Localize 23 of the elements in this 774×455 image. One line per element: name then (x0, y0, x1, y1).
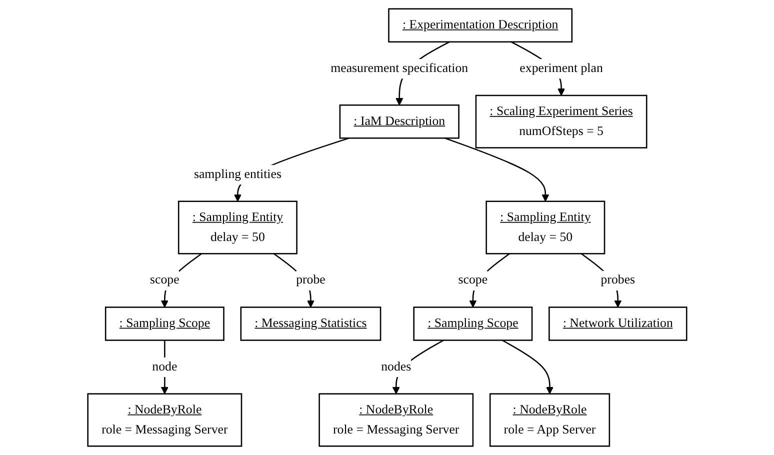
node-box: : Sampling Scope (412, 306, 532, 341)
edge-label: node (152, 360, 177, 374)
edge-label: scope (458, 273, 488, 288)
edge-label: probes (600, 273, 635, 288)
arrow (444, 138, 549, 202)
node-box: : NodeByRole role = Messaging Server (318, 393, 474, 447)
node-box: : Experimentation Description (388, 8, 572, 43)
edge-label: measurement specification (330, 62, 468, 76)
node-box: : NodeByRole role = Messaging Server (86, 393, 242, 447)
node-box: : IaM Description (339, 104, 460, 139)
edge-label: probe (296, 273, 326, 288)
node-box: : Sampling Entity delay = 50 (178, 200, 298, 254)
arrow (502, 340, 554, 394)
node-box: : Sampling Entity delay = 50 (485, 200, 605, 254)
node-box: : Messaging Statistics (240, 306, 381, 341)
node-box: : Sampling Scope (104, 306, 224, 341)
node-box: : Scaling Experiment Series numOfSteps = 5 (475, 94, 648, 148)
node-box: : Network Utilization (548, 306, 688, 341)
edge-label: sampling entities (194, 167, 282, 182)
edge-label: scope (150, 273, 180, 288)
edge-label: nodes (380, 360, 411, 374)
node-box: : NodeByRole role = App Server (489, 393, 610, 447)
edge-label: experiment plan (519, 62, 603, 76)
